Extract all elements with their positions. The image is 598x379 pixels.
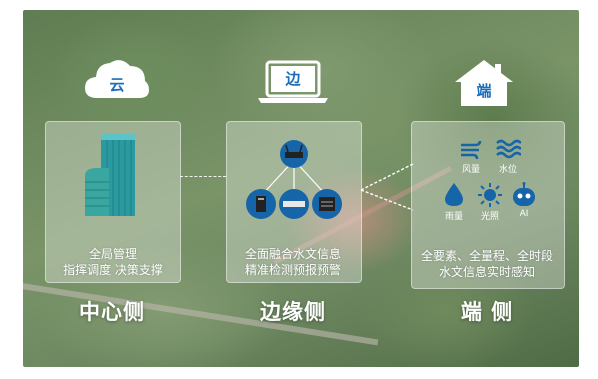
cloud-icon-label: 云 [109,76,125,94]
connector-lines-right [360,163,414,211]
edge-caption-line2: 精准检测预报预警 [244,263,341,277]
device-caption-line2: 水文信息实时感知 [438,265,535,279]
sensor-label-ai: AI [519,209,529,219]
laptop-icon-label: 边 [285,70,301,88]
edge-device-diagram [246,140,342,219]
house-icon [455,60,513,106]
wind-icon [461,140,482,160]
rain-icon [445,183,463,206]
edge-caption-line1: 全面融合水文信息 [244,247,341,261]
cloud-icon [85,60,149,98]
sensor-label-water-level: 水位 [498,165,517,175]
house-icon-label: 端 [476,82,492,100]
sensor-label-rain: 雨量 [444,212,463,222]
sensor-label-wind: 风量 [461,165,480,175]
sensor-label-sunlight: 光照 [480,212,499,222]
water-level-icon [496,139,521,159]
edge-title: 边缘侧 [260,300,326,324]
ai-robot-icon [513,182,535,206]
sun-icon [478,183,502,207]
device-caption-line1: 全要素、全量程、全时段 [420,249,553,263]
connector-line-left [180,176,226,177]
device-title: 端 侧 [460,300,514,324]
cloud-title: 中心侧 [79,300,145,324]
cloud-caption-line2: 指挥调度 决策支撑 [63,263,163,277]
background-aerial-photo: 云 全局管理 指挥调度 决策支撑 中心侧 边 [23,10,579,367]
cloud-caption-line1: 全局管理 [88,247,137,261]
buildings-icon [85,134,135,216]
laptop-icon [258,60,328,103]
device-panel [411,121,565,289]
